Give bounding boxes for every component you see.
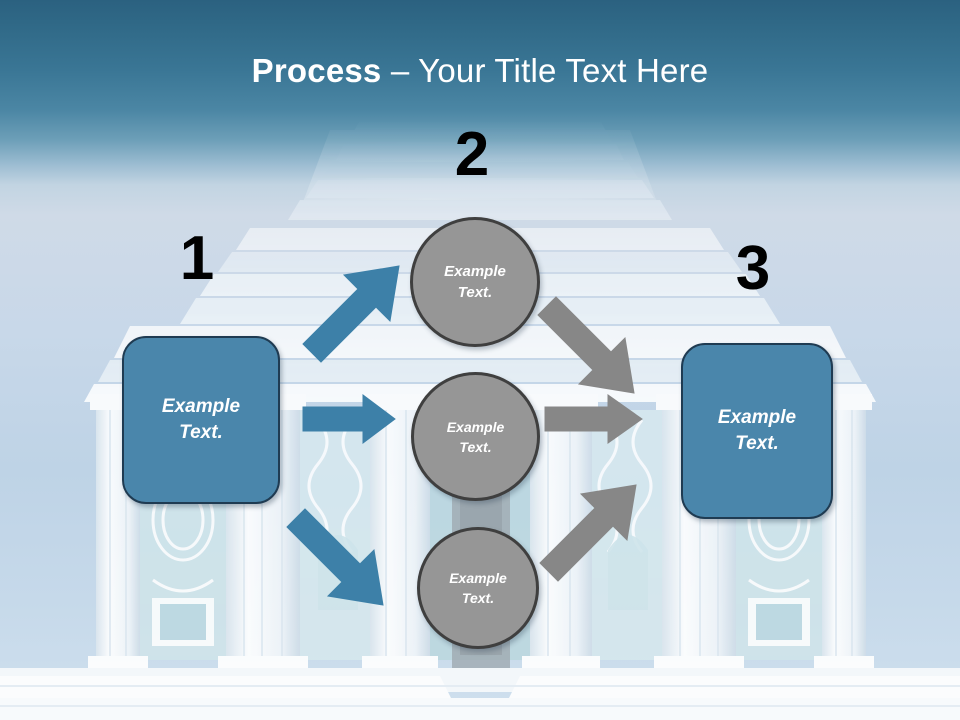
step-number-1: 1	[179, 224, 215, 293]
process-circle-top[interactable]: Example Text.	[410, 217, 540, 347]
slide-title-rest: – Your Title Text Here	[381, 52, 709, 89]
process-circle-bottom[interactable]: Example Text.	[417, 527, 539, 649]
process-box-step-3-label: Example Text.	[717, 407, 797, 454]
slide-title: Process – Your Title Text Here	[0, 52, 960, 90]
process-box-step-1[interactable]: Example Text.	[122, 336, 280, 504]
slide-title-bold: Process	[251, 52, 382, 89]
process-box-step-3[interactable]: Example Text.	[681, 343, 833, 519]
process-box-step-1-label: Example Text.	[161, 396, 241, 443]
process-circle-middle-label: Example Text.	[446, 418, 505, 455]
process-circle-middle[interactable]: Example Text.	[411, 372, 540, 501]
step-number-2: 2	[454, 120, 490, 189]
process-circle-top-label: Example Text.	[444, 263, 506, 301]
process-circle-bottom-label: Example Text.	[449, 570, 507, 606]
step-number-3: 3	[735, 234, 771, 303]
